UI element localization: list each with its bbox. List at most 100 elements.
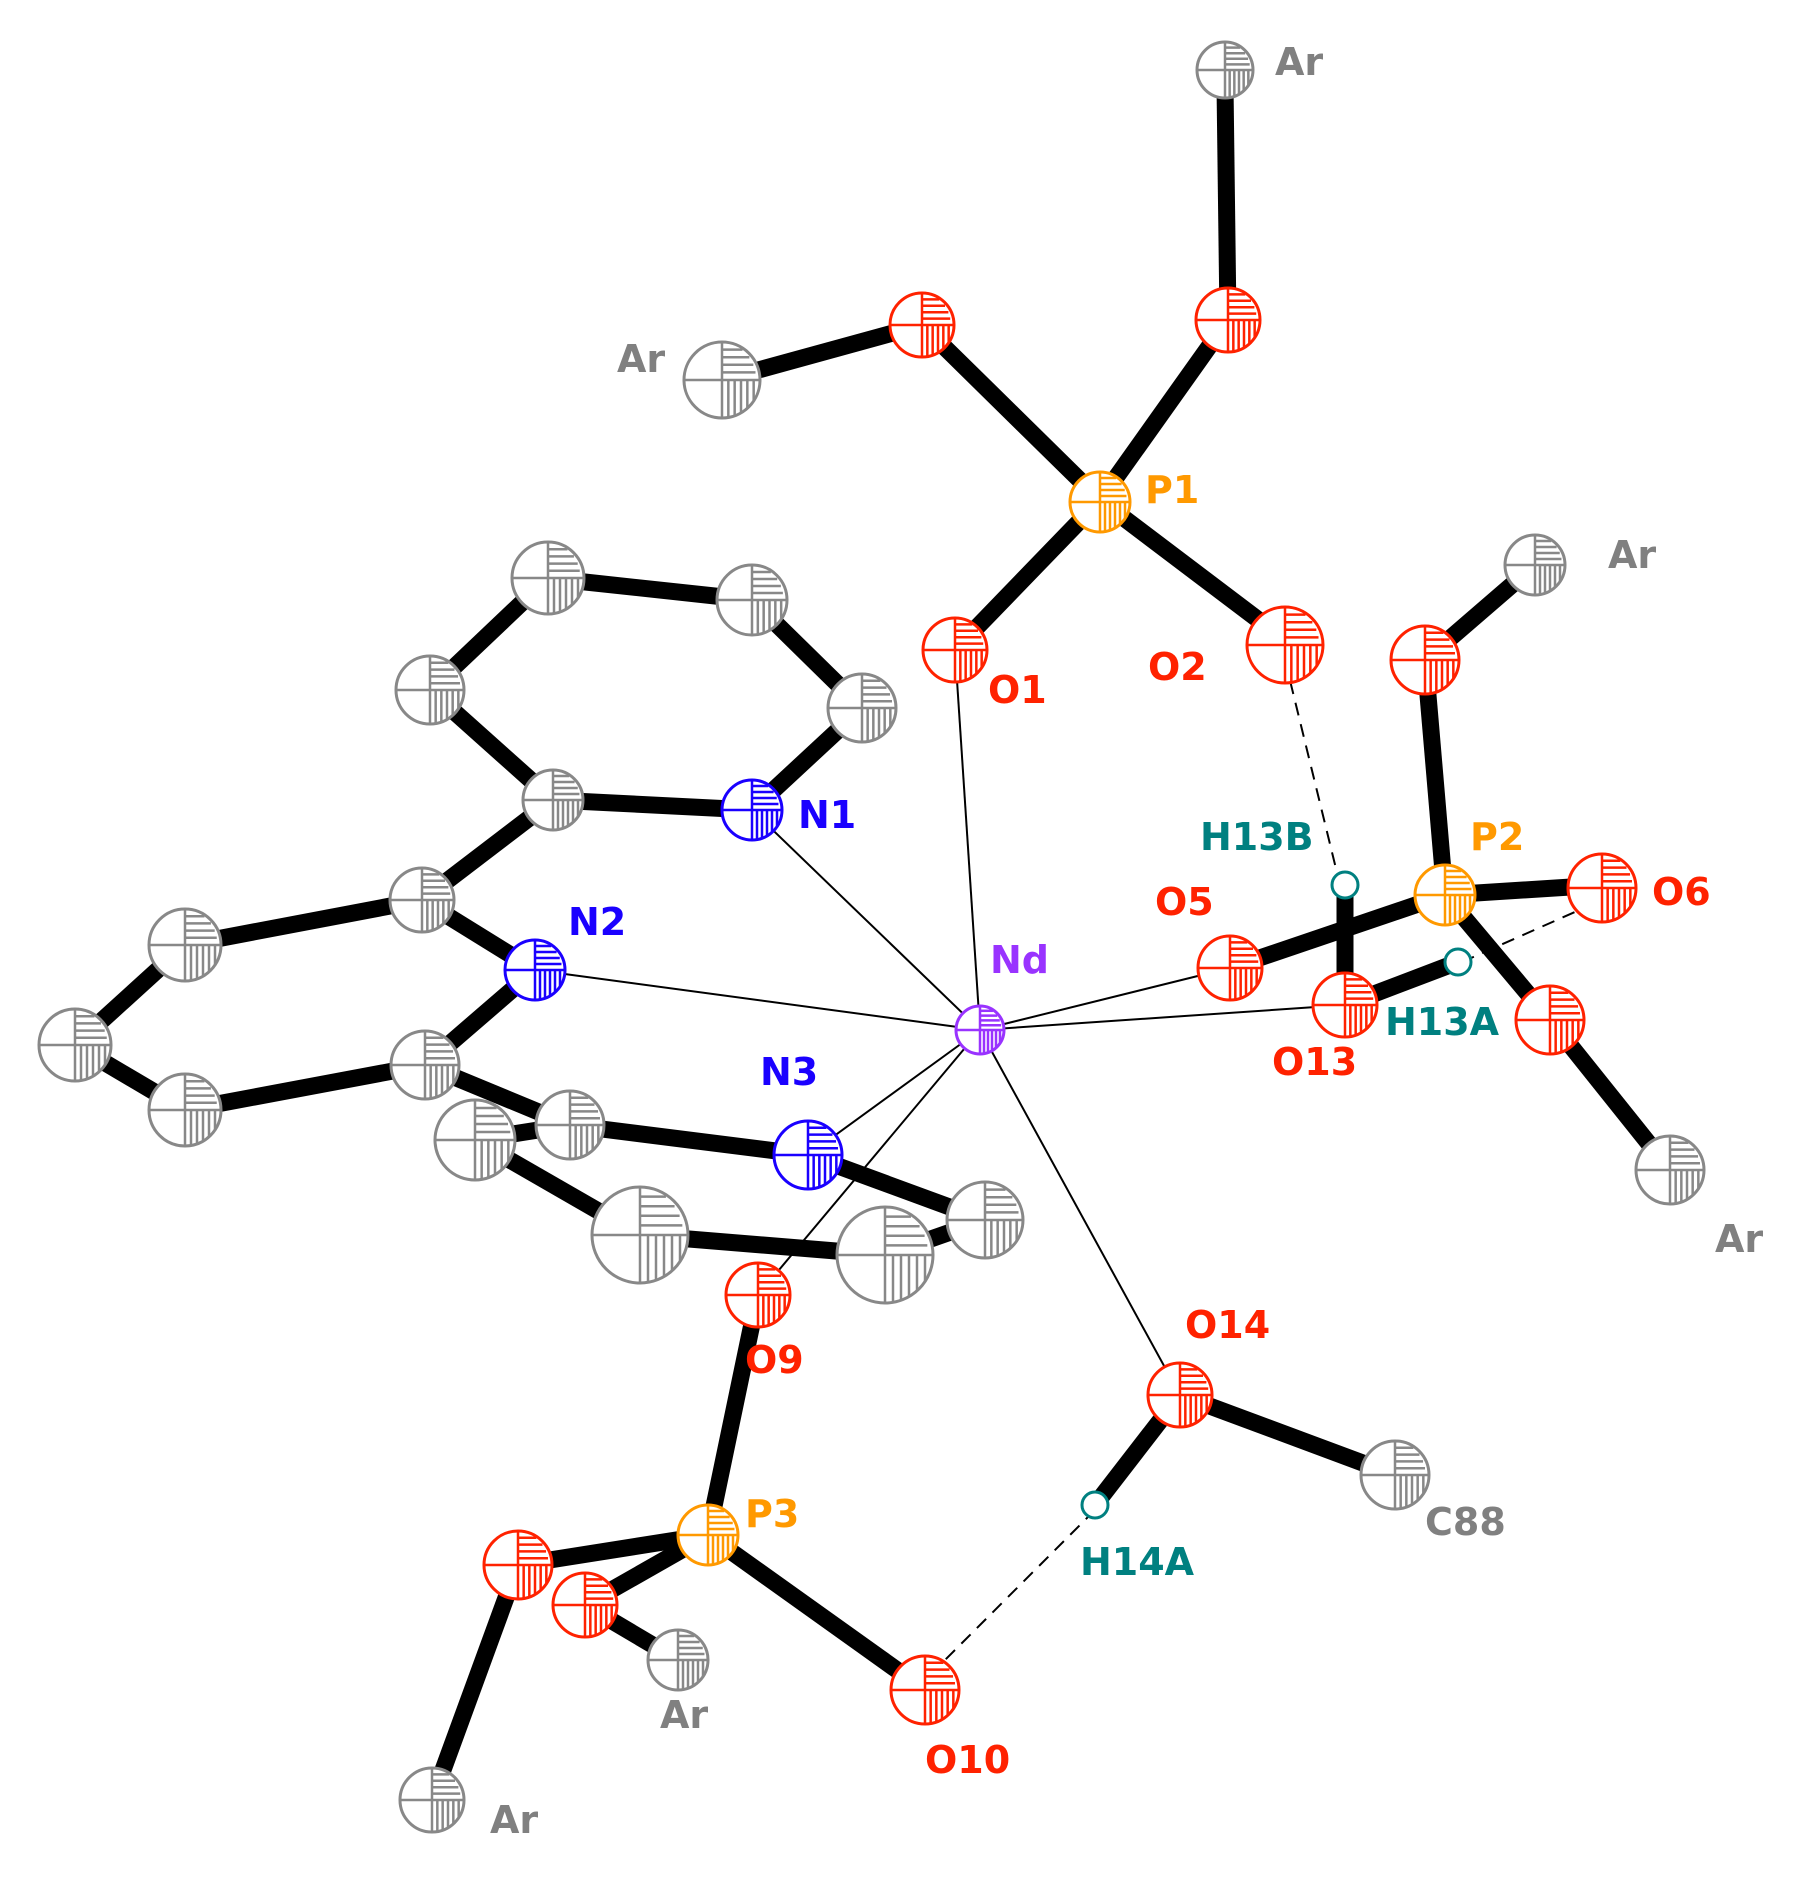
atom-p3 — [676, 1503, 740, 1567]
bond-nd-n2 — [534, 969, 981, 1031]
hbond-h14a-o10 — [924, 1509, 1096, 1681]
atom-c — [590, 1185, 690, 1285]
hbond-o2-h13b — [1284, 659, 1341, 886]
bond — [1094, 493, 1291, 647]
atom-o6 — [1566, 852, 1638, 924]
label-ar: Ar — [660, 1693, 708, 1737]
atoms — [37, 40, 1706, 1834]
atom-c — [510, 540, 586, 616]
atom-o1 — [921, 616, 989, 684]
atom-h14a — [1080, 1490, 1110, 1520]
atom-p2 — [1413, 863, 1477, 927]
bond — [703, 1528, 930, 1697]
atom-o — [1514, 984, 1586, 1056]
atom-p1 — [1068, 470, 1132, 534]
label-h13a: H13A — [1385, 1000, 1500, 1044]
atom-o13 — [1311, 971, 1379, 1039]
atom-c — [389, 1029, 461, 1101]
atom-o — [482, 1529, 554, 1601]
label-o14: O14 — [1185, 1303, 1270, 1347]
atom-c88 — [1359, 1439, 1431, 1511]
atom-o9 — [724, 1261, 792, 1329]
label-o5: O5 — [1155, 880, 1214, 924]
label-ar: Ar — [490, 1798, 538, 1842]
atom-o — [551, 1571, 619, 1639]
atom-h13b-ellipsoid — [1330, 870, 1360, 900]
bond — [424, 1562, 526, 1803]
atom-h13a — [1443, 947, 1473, 977]
label-h13b: H13B — [1200, 815, 1314, 859]
bond — [183, 1056, 427, 1119]
atom-c-ar — [1195, 40, 1255, 100]
coordination-bonds — [534, 649, 1346, 1396]
label-o2: O2 — [1148, 645, 1207, 689]
atom-o10 — [889, 1654, 961, 1726]
bond — [1177, 1387, 1398, 1483]
atom-labels: Ar Ar Ar Ar Ar Ar P1 P2 P3 O1 O2 O5 O6 O… — [490, 40, 1763, 1842]
bond-nd-n1 — [751, 809, 981, 1031]
bond-nd-o14 — [979, 1029, 1181, 1396]
atom-n2 — [503, 938, 567, 1002]
label-ar: Ar — [1275, 40, 1323, 84]
atom-c — [433, 1098, 517, 1182]
bond — [699, 1293, 767, 1537]
atom-o14 — [1146, 1361, 1214, 1429]
label-o13: O13 — [1272, 1040, 1357, 1084]
atom-c — [37, 1007, 113, 1083]
bond — [183, 891, 424, 954]
bond-nd-o13 — [979, 1004, 1346, 1031]
atom-c — [826, 672, 898, 744]
label-ar: Ar — [617, 337, 665, 381]
atom-o — [1389, 624, 1461, 696]
atom-c — [147, 1072, 223, 1148]
label-p3: P3 — [745, 1492, 799, 1536]
bond-nd-o5 — [979, 967, 1231, 1031]
label-o9: O9 — [745, 1338, 804, 1382]
atom-c-ar — [682, 340, 762, 420]
label-h14a: H14A — [1080, 1540, 1195, 1584]
atom-c — [394, 654, 466, 726]
atom-o5 — [1196, 934, 1264, 1002]
atom-c — [534, 1089, 606, 1161]
atom-o2 — [1245, 605, 1325, 685]
atom-h13b — [1330, 870, 1360, 900]
bond — [1416, 659, 1454, 896]
bond — [552, 791, 753, 819]
atom-o — [1194, 286, 1262, 354]
bond — [916, 318, 1106, 507]
label-o1: O1 — [988, 668, 1047, 712]
atom-c-ar — [646, 1628, 710, 1692]
atom-n1 — [720, 778, 784, 842]
bond — [1216, 84, 1237, 321]
atom-nd — [954, 1004, 1006, 1056]
atom-n3 — [772, 1119, 844, 1191]
atom-c — [835, 1205, 935, 1305]
label-n1: N1 — [798, 793, 856, 837]
label-n2: N2 — [568, 900, 626, 944]
label-nd: Nd — [990, 938, 1049, 982]
label-p2: P2 — [1470, 815, 1524, 859]
atom-h14a-ellipsoid — [1080, 1490, 1110, 1520]
label-p1: P1 — [1145, 468, 1199, 512]
atom-c — [147, 907, 223, 983]
label-o10: O10 — [925, 1738, 1010, 1782]
label-ar: Ar — [1715, 1217, 1763, 1261]
bond-nd-o1 — [954, 649, 981, 1031]
label-c88: C88 — [1425, 1500, 1506, 1544]
label-o6: O6 — [1652, 870, 1711, 914]
label-ar: Ar — [1608, 533, 1656, 577]
label-n3: N3 — [760, 1050, 818, 1094]
atom-c-ar — [398, 1766, 466, 1834]
bond — [948, 494, 1107, 656]
atom-c — [715, 563, 789, 637]
atom-c — [521, 768, 585, 832]
bond — [568, 1116, 810, 1164]
atom-c — [388, 866, 456, 934]
atom-c — [945, 1180, 1025, 1260]
atom-h13a-ellipsoid — [1443, 947, 1473, 977]
atom-c-ar — [1634, 1134, 1706, 1206]
atom-c-ar — [1503, 533, 1567, 597]
bond — [1093, 315, 1235, 505]
